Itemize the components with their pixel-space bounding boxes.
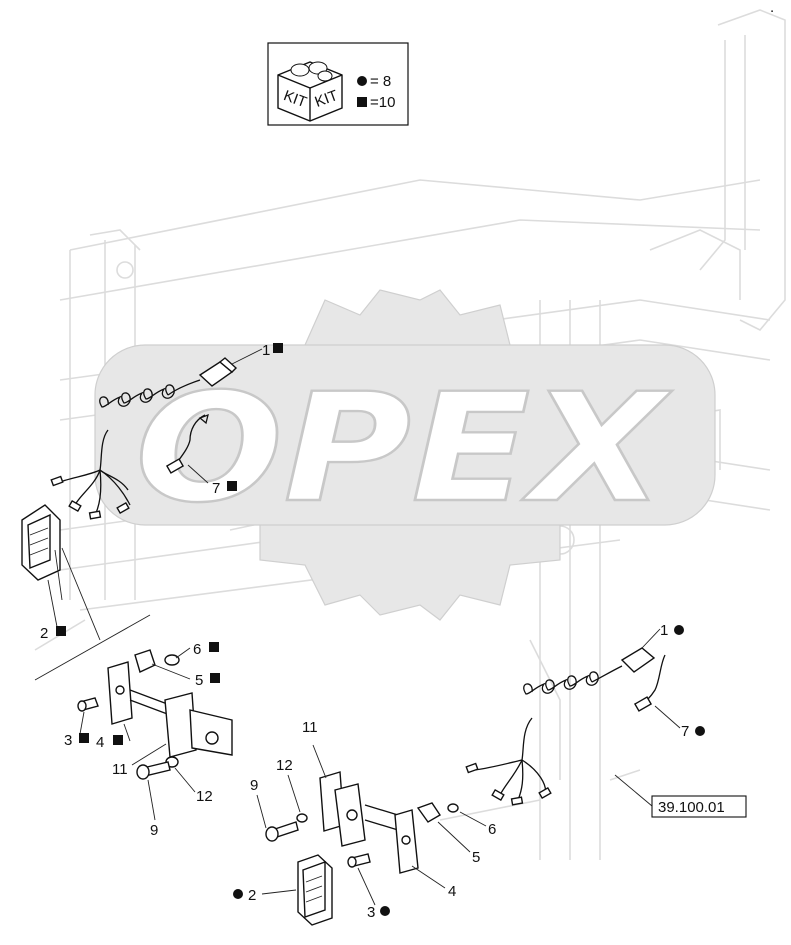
callout-label: 6	[488, 821, 496, 838]
wiring-harness-left	[50, 357, 238, 520]
opex-watermark: OPEX	[94, 289, 716, 621]
callout-label: 7	[212, 480, 220, 497]
callout-circle-marker	[674, 625, 684, 635]
callout-label: 9	[150, 822, 158, 839]
callout-label: 1	[660, 622, 668, 639]
kit-circle-marker	[357, 76, 367, 86]
small-wire-left	[165, 413, 209, 474]
callout-label: 1	[262, 342, 270, 359]
callout-circle-marker	[380, 906, 390, 916]
callout-label: 12	[276, 757, 293, 774]
callout-label: 11	[302, 719, 318, 736]
leader-lines	[47, 348, 681, 906]
kit-label-left: KIT	[281, 87, 309, 111]
callout-label: 7	[681, 723, 689, 740]
callout-label: 12	[196, 788, 213, 805]
callout-label: 6	[193, 641, 201, 658]
callout-circle-marker	[233, 889, 243, 899]
wiring-harness-right	[465, 647, 656, 806]
corner-mark: .	[770, 0, 774, 16]
callout-square-marker	[210, 673, 220, 683]
callout-label: 4	[96, 734, 104, 751]
bracket-assembly-right	[265, 771, 459, 926]
callout-label: 3	[64, 732, 72, 749]
small-wire-right	[633, 654, 666, 712]
kit-circle-count: = 8	[370, 73, 391, 90]
watermark-bar	[94, 344, 716, 526]
kit-square-marker	[357, 97, 367, 107]
reference-border	[651, 795, 747, 818]
kit-square-count: =10	[370, 94, 395, 111]
callout-circle-marker	[695, 726, 705, 736]
callout-label: 5	[472, 849, 480, 866]
reference-label[interactable]: 39.100.01	[658, 799, 725, 816]
reference-box[interactable]: 39.100.01	[651, 795, 747, 818]
callout-square-marker	[56, 626, 66, 636]
callout-label: 11	[112, 761, 128, 778]
callout-label: 2	[248, 887, 256, 904]
callout-label: 5	[195, 672, 203, 689]
watermark-text: OPEX	[135, 362, 672, 536]
bracket-assembly-left	[34, 614, 233, 780]
callout-label: 4	[448, 883, 456, 900]
callout-square-marker	[79, 733, 89, 743]
callout-square-marker	[273, 343, 283, 353]
callout-square-marker	[227, 481, 237, 491]
callout-labels: 1 7 2 6 5 3 4 11 12 9 1 7 11 12	[40, 342, 705, 921]
kit-label-right: KIT	[313, 87, 341, 111]
callout-square-marker	[113, 735, 123, 745]
callout-label: 3	[367, 904, 375, 921]
callout-square-marker	[209, 642, 219, 652]
callout-label: 2	[40, 625, 48, 642]
kit-box-icon	[277, 61, 343, 122]
lamp-left	[21, 504, 101, 641]
kit-legend: KIT KIT = 8 =10	[267, 42, 409, 126]
callout-label: 9	[250, 777, 258, 794]
